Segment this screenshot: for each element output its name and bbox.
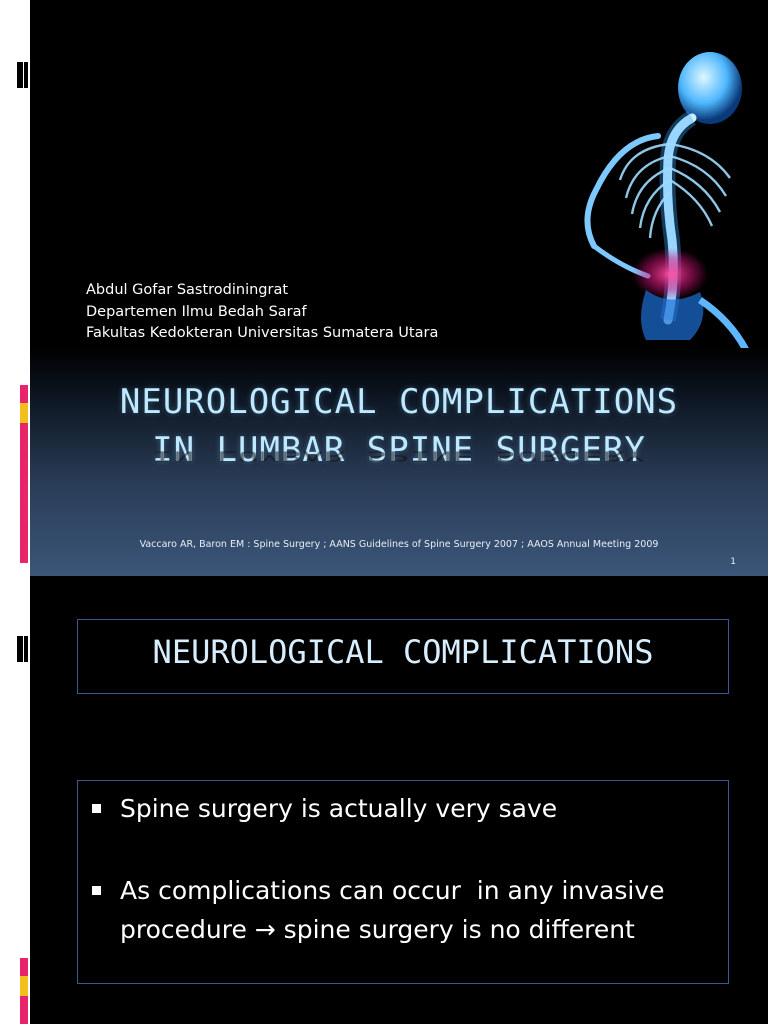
content-slide: NEUROLOGICAL COMPLICATIONS Spine surgery… — [30, 576, 768, 1024]
author-department: Departemen Ilmu Bedah Saraf — [86, 303, 307, 320]
title-reflection-line: IN LUMBAR SPINE SURGERY — [152, 448, 646, 464]
list-item: As complications can occur in any invasi… — [92, 871, 712, 949]
reference-citation: Vaccaro AR, Baron EM : Spine Surgery ; A… — [139, 539, 659, 550]
accent-mark-pink — [20, 958, 28, 976]
title-line: IN LUMBAR SPINE SURGERY — [152, 430, 646, 470]
author-name: Abdul Gofar Sastrodiningrat — [86, 282, 289, 298]
bullet-list-box: Spine surgery is actually very save As c… — [77, 780, 729, 984]
slide-marker — [17, 636, 23, 662]
bullet-text: Spine surgery is actually very save — [120, 794, 558, 823]
title-reflection: IN LUMBAR SPINE SURGERY — [30, 448, 768, 464]
author-info: Abdul Gofar Sastrodiningrat Departemen I… — [86, 280, 438, 345]
author-faculty: Fakultas Kedokteran Universitas Sumatera… — [86, 325, 439, 341]
square-bullet-icon — [92, 804, 101, 813]
accent-mark-yellow — [20, 976, 28, 996]
accent-mark-pink — [20, 423, 28, 563]
accent-mark-pink — [20, 385, 28, 403]
title-band: NEUROLOGICAL COMPLICATIONS IN LUMBAR SPI… — [30, 348, 768, 576]
list-item: Spine surgery is actually very save — [92, 789, 712, 828]
accent-mark-yellow — [20, 403, 28, 423]
slide-title: NEUROLOGICAL COMPLICATIONS IN LUMBAR SPI… — [30, 378, 768, 474]
page-margin-strip — [0, 0, 30, 1024]
slide-marker — [24, 636, 28, 662]
bullet-text: procedure → spine surgery is no differen… — [120, 915, 635, 944]
slide-number: 1 — [730, 557, 736, 567]
accent-mark-pink — [20, 996, 28, 1024]
slide-marker — [17, 62, 23, 88]
slide-marker — [24, 62, 28, 88]
bullet-text: As complications can occur in any invasi… — [120, 876, 665, 905]
square-bullet-icon — [92, 886, 101, 895]
heading-box: NEUROLOGICAL COMPLICATIONS — [77, 619, 729, 694]
x-ray-skeleton-image — [584, 52, 750, 350]
title-slide: Abdul Gofar Sastrodiningrat Departemen I… — [30, 0, 768, 576]
slide-heading: NEUROLOGICAL COMPLICATIONS — [152, 633, 654, 671]
title-line: NEUROLOGICAL COMPLICATIONS — [119, 382, 679, 422]
